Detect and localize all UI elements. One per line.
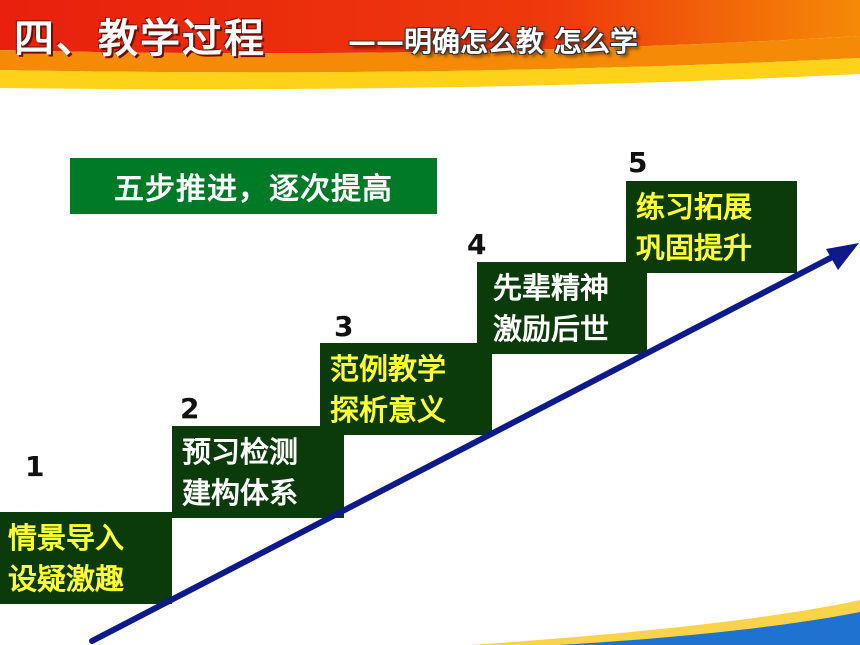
step-5-line2: 巩固提升: [636, 231, 753, 265]
step-4-line2: 激励后世: [493, 312, 610, 346]
step-number-1: 1: [25, 450, 45, 483]
step-4-line1: 先辈精神: [493, 271, 610, 305]
step-number-4: 4: [467, 228, 487, 261]
motto-banner: 五步推进，逐次提高: [70, 158, 437, 214]
page-title: 四、教学过程: [14, 16, 266, 62]
header-band: 四、教学过程 ——明确怎么教 怎么学: [0, 0, 860, 100]
step-1-line2: 设疑激趣: [8, 562, 125, 596]
step-box-4: 先辈精神 激励后世: [477, 262, 647, 354]
page-subtitle: ——明确怎么教 怎么学: [348, 25, 638, 58]
step-box-5: 练习拓展 巩固提升: [626, 181, 797, 273]
arrow-head-icon: [826, 243, 859, 270]
step-2-line2: 建构体系: [182, 476, 299, 510]
step-1-line1: 情景导入: [8, 521, 125, 555]
step-box-3: 范例教学 探析意义: [320, 343, 492, 435]
step-3-line2: 探析意义: [330, 393, 447, 427]
step-number-3: 3: [334, 310, 354, 343]
step-box-2: 预习检测 建构体系: [172, 426, 344, 518]
step-number-5: 5: [628, 146, 648, 179]
step-3-line1: 范例教学: [330, 352, 447, 386]
header-background: [0, 0, 860, 90]
step-number-2: 2: [180, 392, 200, 425]
step-box-1: 情景导入 设疑激趣: [0, 512, 172, 604]
step-5-line1: 练习拓展: [636, 190, 753, 224]
step-2-line1: 预习检测: [182, 435, 299, 469]
